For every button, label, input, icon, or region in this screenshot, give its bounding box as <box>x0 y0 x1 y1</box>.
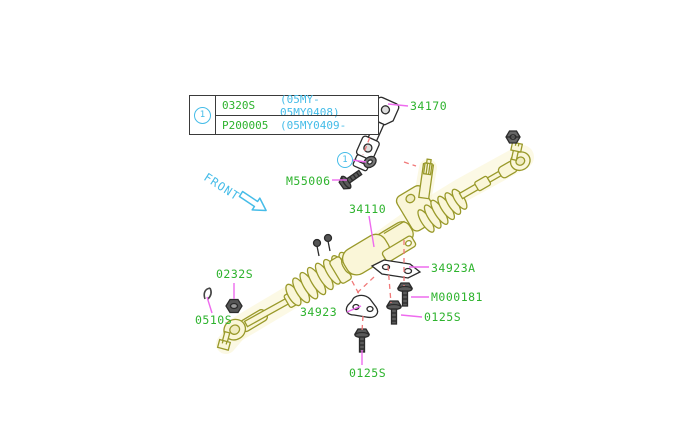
table-applicability: (05MY-05MY0408) <box>280 92 340 119</box>
rack-housing <box>329 220 417 284</box>
table-part-number[interactable]: P200005 <box>216 115 280 134</box>
bolt-m000181-drawing <box>396 282 414 307</box>
right-boot <box>417 188 468 233</box>
part-label-0510s[interactable]: 0510S <box>195 313 233 327</box>
part-label-m000181[interactable]: M000181 <box>431 290 483 304</box>
right-tie-rod-end <box>497 141 531 179</box>
bolt-m55006-drawing <box>338 169 363 190</box>
part-label-0232s[interactable]: 0232S <box>216 267 254 281</box>
steering-rack-drawing <box>216 141 531 351</box>
cotter-pin-drawing <box>203 287 212 300</box>
label-leader-lines <box>206 103 429 365</box>
ref-1-circle-icon: 1 <box>194 106 211 124</box>
part-label-m55006[interactable]: M55006 <box>286 174 331 188</box>
hardware-drawings <box>203 96 521 353</box>
bracket-34923a-drawing <box>370 259 422 279</box>
bracket-34923-drawing <box>345 294 379 319</box>
table-ref-cell: 1 <box>190 96 216 134</box>
part-label-34923a[interactable]: 34923A <box>431 261 476 275</box>
part-label-34923[interactable]: 34923 <box>300 305 338 319</box>
fitment-table: 1 0320S (05MY-05MY0408) P200005 (05MY040… <box>189 92 379 135</box>
part-label-0125s-right[interactable]: 0125S <box>424 310 462 324</box>
bolt-0125s-bottom-drawing <box>353 328 371 353</box>
part-label-34170[interactable]: 34170 <box>410 99 448 113</box>
part-label-34110[interactable]: 34110 <box>349 202 387 216</box>
table-part-number[interactable]: 0320S <box>222 99 256 112</box>
pipe-fittings-drawing <box>312 233 333 257</box>
table-applicability: (05MY0409- <box>280 115 378 134</box>
assembly-dashed-lines <box>351 111 417 332</box>
part-label-0125s-bottom[interactable]: 0125S <box>349 366 387 380</box>
top-nut-drawing <box>505 130 521 144</box>
front-arrow-icon <box>238 190 267 212</box>
washer-drawing <box>363 155 377 169</box>
ref-1-callout-icon: 1 <box>337 152 353 168</box>
input-shaft <box>418 158 435 200</box>
nut-0232s-drawing <box>225 298 243 314</box>
bolt-0125s-right-drawing <box>385 300 403 325</box>
